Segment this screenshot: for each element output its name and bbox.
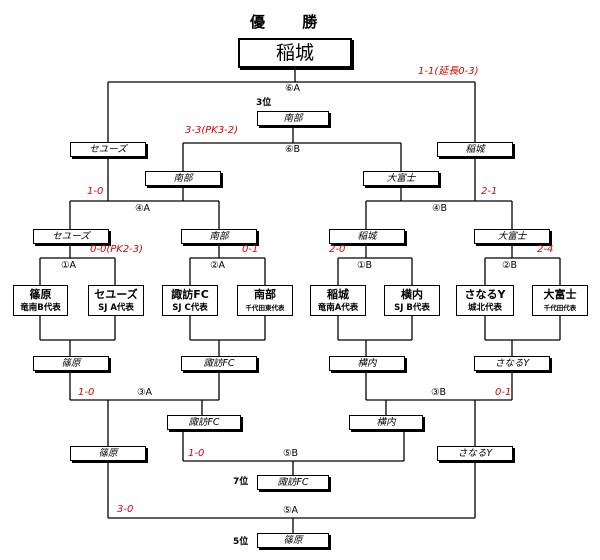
team-card-6: 横内 SJ B代表	[384, 285, 440, 316]
lower-r2-right-outer: さなるY	[437, 446, 513, 461]
match-label-1a: ①A	[61, 260, 77, 271]
r1-loser-3: 横内	[329, 356, 405, 371]
seventh-place-box: 諏訪FC	[257, 475, 329, 490]
score-3a: 1-0	[78, 387, 95, 398]
page-title: 優 勝	[250, 13, 334, 31]
team-card-1: 篠原 竜南B代表	[13, 285, 68, 316]
team-name: 篠原	[29, 287, 52, 301]
team-region: 竜南B代表	[20, 302, 61, 313]
lower-r2-left-inner: 諏訪FC	[167, 415, 241, 430]
fifth-place-label: 5位	[233, 537, 249, 547]
r1-winner-1: セユーズ	[33, 229, 109, 244]
score-2b: 2-4	[537, 244, 554, 255]
team-region: 城北代表	[467, 302, 502, 313]
third-place-label: 3位	[256, 98, 272, 108]
team-name: 諏訪FC	[171, 287, 209, 301]
match-label-4b: ④B	[432, 203, 448, 214]
team-region: SJ A代表	[98, 302, 134, 313]
connector-lines	[39, 68, 561, 533]
team-region: 竜南A代表	[317, 302, 359, 313]
team-card-7: さなるY 城北代表	[456, 285, 514, 316]
team-name: 南部	[254, 287, 276, 301]
score-final: 1-1(延長0-3)	[418, 66, 479, 77]
third-place-box: 南部	[257, 111, 329, 126]
team-card-2: セユーズ SJ A代表	[88, 285, 144, 316]
score-1b: 2-0	[329, 244, 346, 255]
score-2a: 0-1	[242, 244, 259, 255]
lower-r2-left-outer: 篠原	[70, 446, 146, 461]
champion-box: 稲城	[238, 38, 352, 68]
lower-r2-right-inner: 横内	[349, 415, 423, 430]
third-left-box: 南部	[145, 171, 221, 186]
match-label-4a: ④A	[135, 203, 151, 214]
team-region: SJ B代表	[394, 302, 430, 313]
match-label-2b: ②B	[502, 260, 518, 271]
match-label-1b: ①B	[357, 260, 373, 271]
team-region: 千代田東代表	[245, 303, 285, 312]
fifth-place-box: 篠原	[257, 533, 329, 548]
semifinal-right-box: 稲城	[437, 142, 513, 157]
team-name: 横内	[401, 287, 423, 301]
r1-loser-2: 諏訪FC	[181, 356, 257, 371]
score-4b: 2-1	[481, 186, 498, 197]
team-region: SJ C代表	[172, 302, 208, 313]
team-name: さなるY	[464, 287, 506, 301]
score-third: 3-3(PK3-2)	[185, 125, 239, 136]
score-3b: 0-1	[495, 387, 512, 398]
team-card-4: 南部 千代田東代表	[237, 285, 293, 316]
r1-loser-4: さなるY	[474, 356, 550, 371]
team-name: セユーズ	[94, 287, 138, 301]
team-card-5: 稲城 竜南A代表	[310, 285, 366, 316]
score-5a: 3-0	[117, 504, 134, 515]
team-name: 稲城	[327, 287, 349, 301]
team-region: 千代田代表	[543, 303, 577, 312]
match-label-5a: ⑤A	[283, 505, 299, 516]
score-5b: 1-0	[188, 448, 205, 459]
score-4a: 1-0	[87, 186, 104, 197]
team-card-8: 大富士 千代田代表	[532, 285, 588, 316]
r1-loser-1: 篠原	[33, 356, 109, 371]
r1-winner-4: 大富士	[474, 229, 550, 244]
match-label-6b: ⑥B	[285, 144, 301, 155]
match-label-5b: ⑤B	[283, 448, 299, 459]
match-label-6a: ⑥A	[285, 83, 301, 94]
r1-winner-2: 南部	[181, 229, 257, 244]
team-card-3: 諏訪FC SJ C代表	[162, 285, 218, 316]
seventh-place-label: 7位	[233, 477, 249, 487]
score-1a: 0-0(PK2-3)	[90, 244, 144, 255]
match-label-3a: ③A	[137, 387, 153, 398]
match-label-2a: ②A	[210, 260, 226, 271]
match-label-3b: ③B	[431, 387, 447, 398]
r1-winner-3: 稲城	[329, 229, 405, 244]
semifinal-left-box: セユーズ	[70, 142, 146, 157]
team-name: 大富士	[543, 287, 577, 301]
third-right-box: 大富士	[363, 171, 439, 186]
